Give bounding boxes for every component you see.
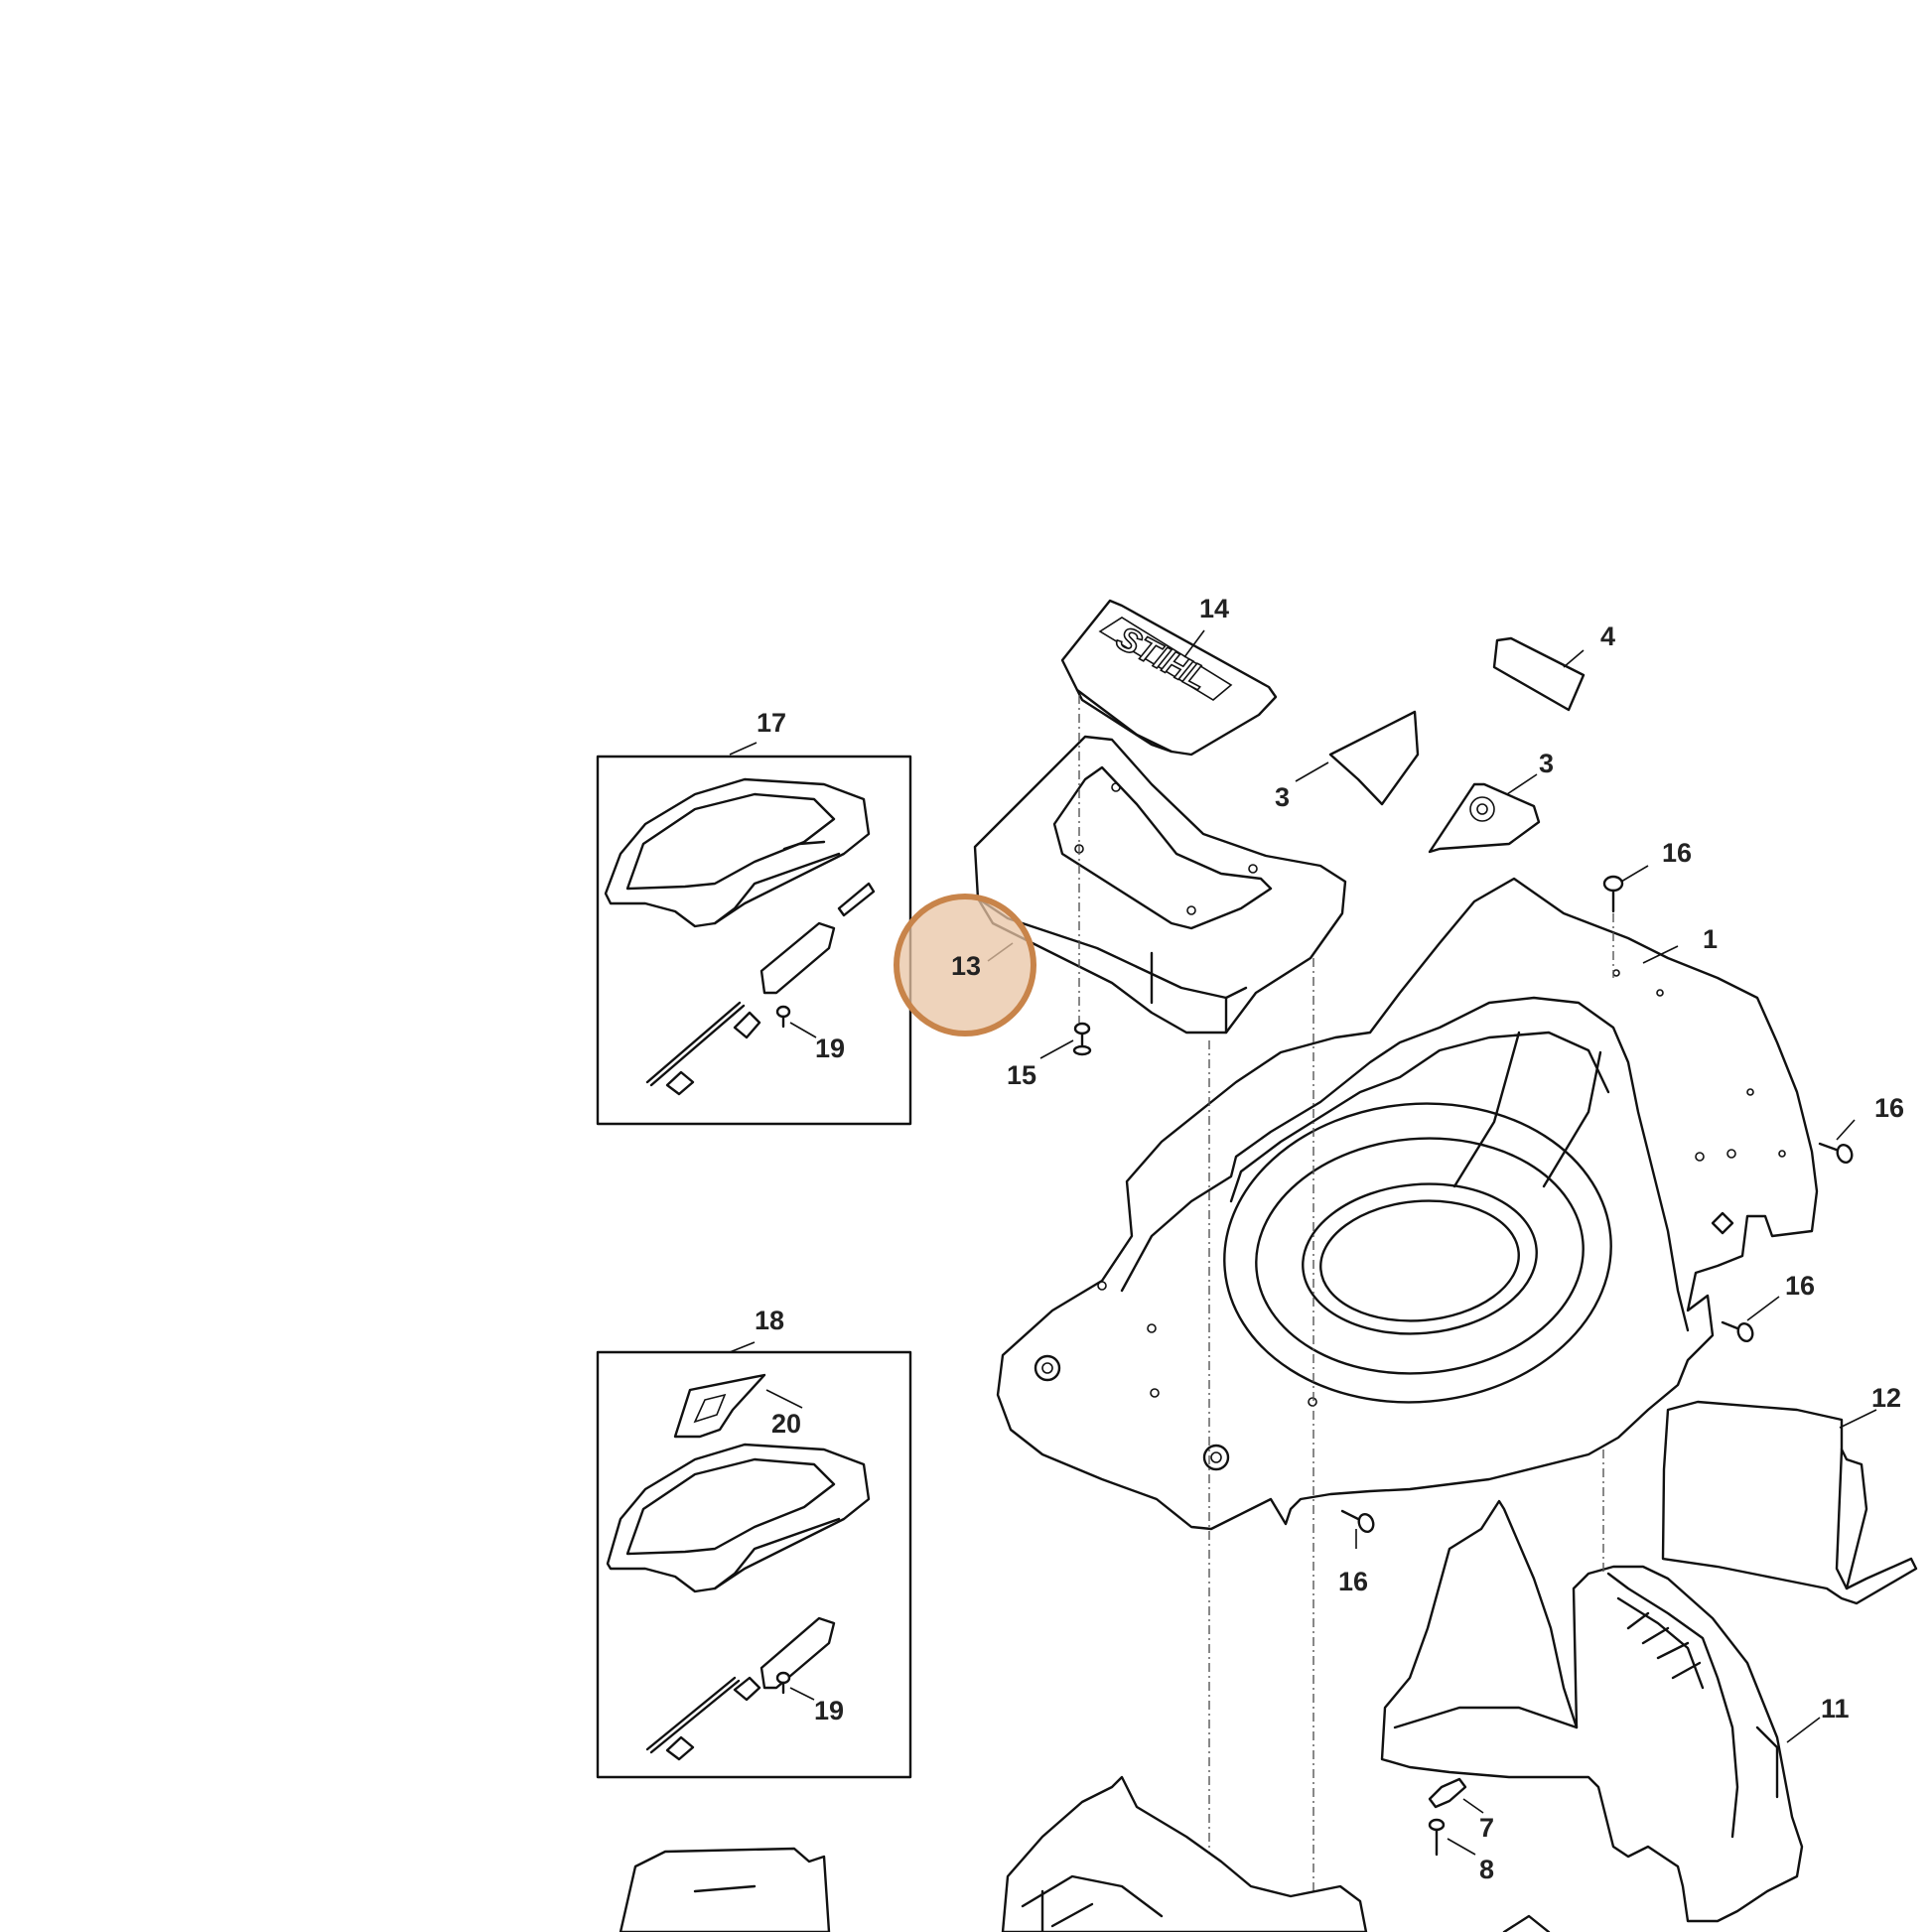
inset-18 xyxy=(596,1350,912,1779)
callout-13[interactable]: 13 xyxy=(951,951,981,981)
highlight-callout-13[interactable] xyxy=(894,894,1036,1036)
callout-11[interactable]: 11 xyxy=(1821,1694,1850,1724)
part-15-screw xyxy=(1072,1022,1092,1056)
part-bottom-drive xyxy=(1001,1775,1368,1932)
callout-3-upper[interactable]: 3 xyxy=(1275,782,1290,812)
part-bottom-right xyxy=(1502,1914,1551,1932)
part-3-insert-lower xyxy=(1428,782,1541,854)
part-7-clip xyxy=(1428,1777,1467,1809)
callout-20[interactable]: 20 xyxy=(771,1409,801,1439)
callout-8[interactable]: 8 xyxy=(1479,1855,1494,1884)
part-16-screw-top xyxy=(1602,875,1624,913)
part-16-screw-bottom xyxy=(1340,1509,1375,1533)
callout-19-upper[interactable]: 19 xyxy=(815,1034,845,1063)
part-16-screw-right-lower xyxy=(1721,1320,1754,1342)
callout-16-bottom[interactable]: 16 xyxy=(1338,1567,1368,1596)
callout-16-right-upper[interactable]: 16 xyxy=(1874,1093,1904,1123)
callout-1[interactable]: 1 xyxy=(1703,924,1718,954)
callout-15[interactable]: 15 xyxy=(1007,1060,1036,1090)
part-3-insert-upper xyxy=(1328,710,1420,806)
part-16-screw-right-upper xyxy=(1818,1142,1854,1164)
callout-16-right-lower[interactable]: 16 xyxy=(1785,1271,1815,1301)
callout-3-lower[interactable]: 3 xyxy=(1539,749,1554,778)
inset-17 xyxy=(596,755,912,1126)
callout-18[interactable]: 18 xyxy=(755,1306,784,1335)
callout-12[interactable]: 12 xyxy=(1871,1383,1901,1413)
assembly-lines xyxy=(1078,695,1614,1932)
callout-4[interactable]: 4 xyxy=(1600,621,1615,651)
part-13-handle-housing xyxy=(973,735,1347,1035)
part-1-mower-deck xyxy=(996,877,1819,1531)
part-4-strip xyxy=(1492,636,1586,712)
callout-14[interactable]: 14 xyxy=(1199,594,1229,623)
callout-19-lower[interactable]: 19 xyxy=(814,1696,844,1725)
callout-labels: 14 4 3 3 16 1 16 16 12 16 11 7 8 15 13 1… xyxy=(755,594,1904,1884)
callout-17[interactable]: 17 xyxy=(757,708,786,738)
part-11-discharge-chute xyxy=(1380,1499,1804,1923)
callout-7[interactable]: 7 xyxy=(1479,1813,1494,1843)
part-bottom-cover xyxy=(619,1847,831,1932)
part-8-screw xyxy=(1428,1818,1446,1857)
part-12-side-flap xyxy=(1661,1400,1918,1605)
part-14-logo-cover: STIHL xyxy=(1060,599,1278,757)
callout-16-top[interactable]: 16 xyxy=(1662,838,1692,868)
